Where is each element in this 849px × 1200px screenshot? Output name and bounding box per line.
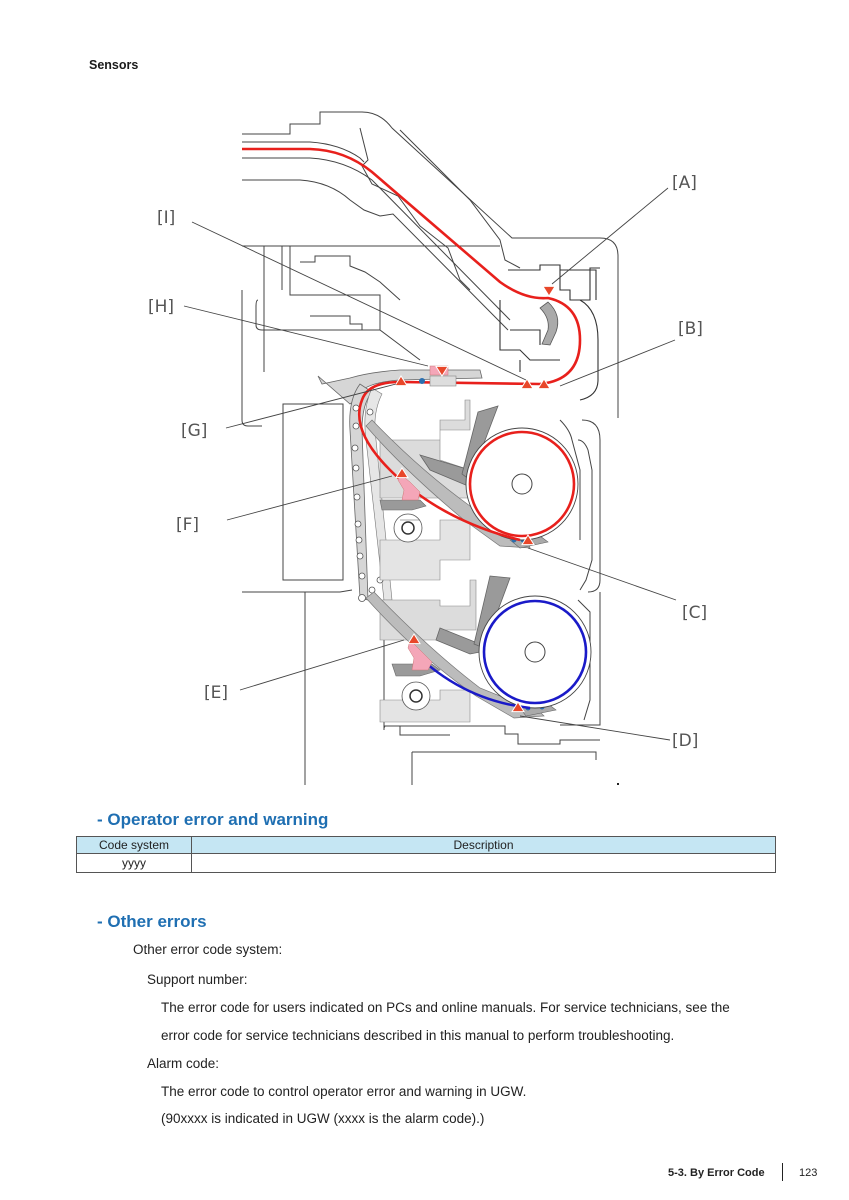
table-header-row: Code system Description (76, 836, 776, 854)
section-label: Sensors (89, 58, 139, 72)
heading-operator-error: - Operator error and warning (97, 810, 329, 829)
leader-e (239, 639, 405, 691)
paper-loop-upper (468, 430, 576, 538)
sensor-marker-b2 (537, 378, 551, 390)
table-row: yyyy (76, 853, 776, 873)
sensor-marker-e (407, 633, 421, 645)
alarm-code-text-1: The error code to control operator error… (161, 1084, 527, 1099)
alarm-code-label: Alarm code: (147, 1056, 220, 1071)
sensor-g-dot (419, 378, 425, 384)
support-number-label: Support number: (147, 972, 248, 987)
callout-b: [B] (678, 319, 703, 339)
callout-i: [I] (157, 208, 175, 228)
upper-paper-roll (465, 427, 579, 541)
sensor-f-actuator (397, 473, 421, 501)
diagram-dot (617, 783, 619, 785)
heading-other-errors: - Other errors (97, 912, 207, 931)
callout-a: [A] (672, 173, 697, 193)
sensor-marker-c (521, 534, 535, 546)
callout-f: [F] (176, 515, 199, 535)
callout-h: [H] (148, 297, 174, 317)
sensor-marker-a (542, 285, 556, 297)
sensor-marker-f (395, 467, 409, 479)
leader-g (225, 383, 397, 429)
footer-divider (782, 1163, 783, 1181)
callout-d: [D] (672, 731, 698, 751)
cell-code-system: yyyy (76, 853, 192, 873)
leader-a (551, 187, 669, 285)
support-number-text-2: error code for service technicians descr… (161, 1028, 675, 1043)
cell-description (191, 853, 776, 873)
sensor-marker-d (511, 701, 525, 713)
sensor-marker-h (435, 365, 449, 377)
other-intro: Other error code system: (133, 942, 283, 957)
callout-g: [G] (181, 421, 207, 441)
leader-i (191, 221, 527, 381)
header-code-system: Code system (76, 836, 192, 854)
support-number-text-1: The error code for users indicated on PC… (161, 1000, 730, 1015)
sensor-e-actuator (407, 639, 433, 671)
sensor-diagram: [A] [B] [C] [D] [E] [F] [G] [H] [I] (148, 111, 707, 785)
leader-f (226, 475, 393, 521)
callout-e: [E] (204, 683, 228, 703)
leader-c (527, 547, 677, 601)
paper-loop-lower (482, 599, 588, 705)
lower-paper-roll (478, 595, 592, 709)
code-table: Code system Description yyyy (76, 836, 776, 873)
exit-guide-lever (539, 301, 559, 346)
sensor-markers (394, 285, 556, 713)
alarm-code-text-2: (90xxxx is indicated in UGW (xxxx is the… (161, 1111, 485, 1126)
footer-section-title: 5-3. By Error Code (668, 1167, 765, 1179)
leader-b (559, 339, 676, 387)
header-description: Description (191, 836, 776, 854)
exit-unit (499, 264, 600, 401)
sensor-marker-b1 (520, 378, 534, 390)
leader-d (519, 715, 671, 741)
machine-outline (241, 111, 619, 785)
paper-path-upper (242, 147, 582, 542)
leader-h (183, 305, 429, 367)
sensor-marker-g (394, 375, 408, 387)
callout-c: [C] (682, 603, 707, 623)
sensor-h-body (429, 375, 457, 387)
leader-lines (183, 187, 677, 741)
page-number: 123 (799, 1167, 818, 1179)
